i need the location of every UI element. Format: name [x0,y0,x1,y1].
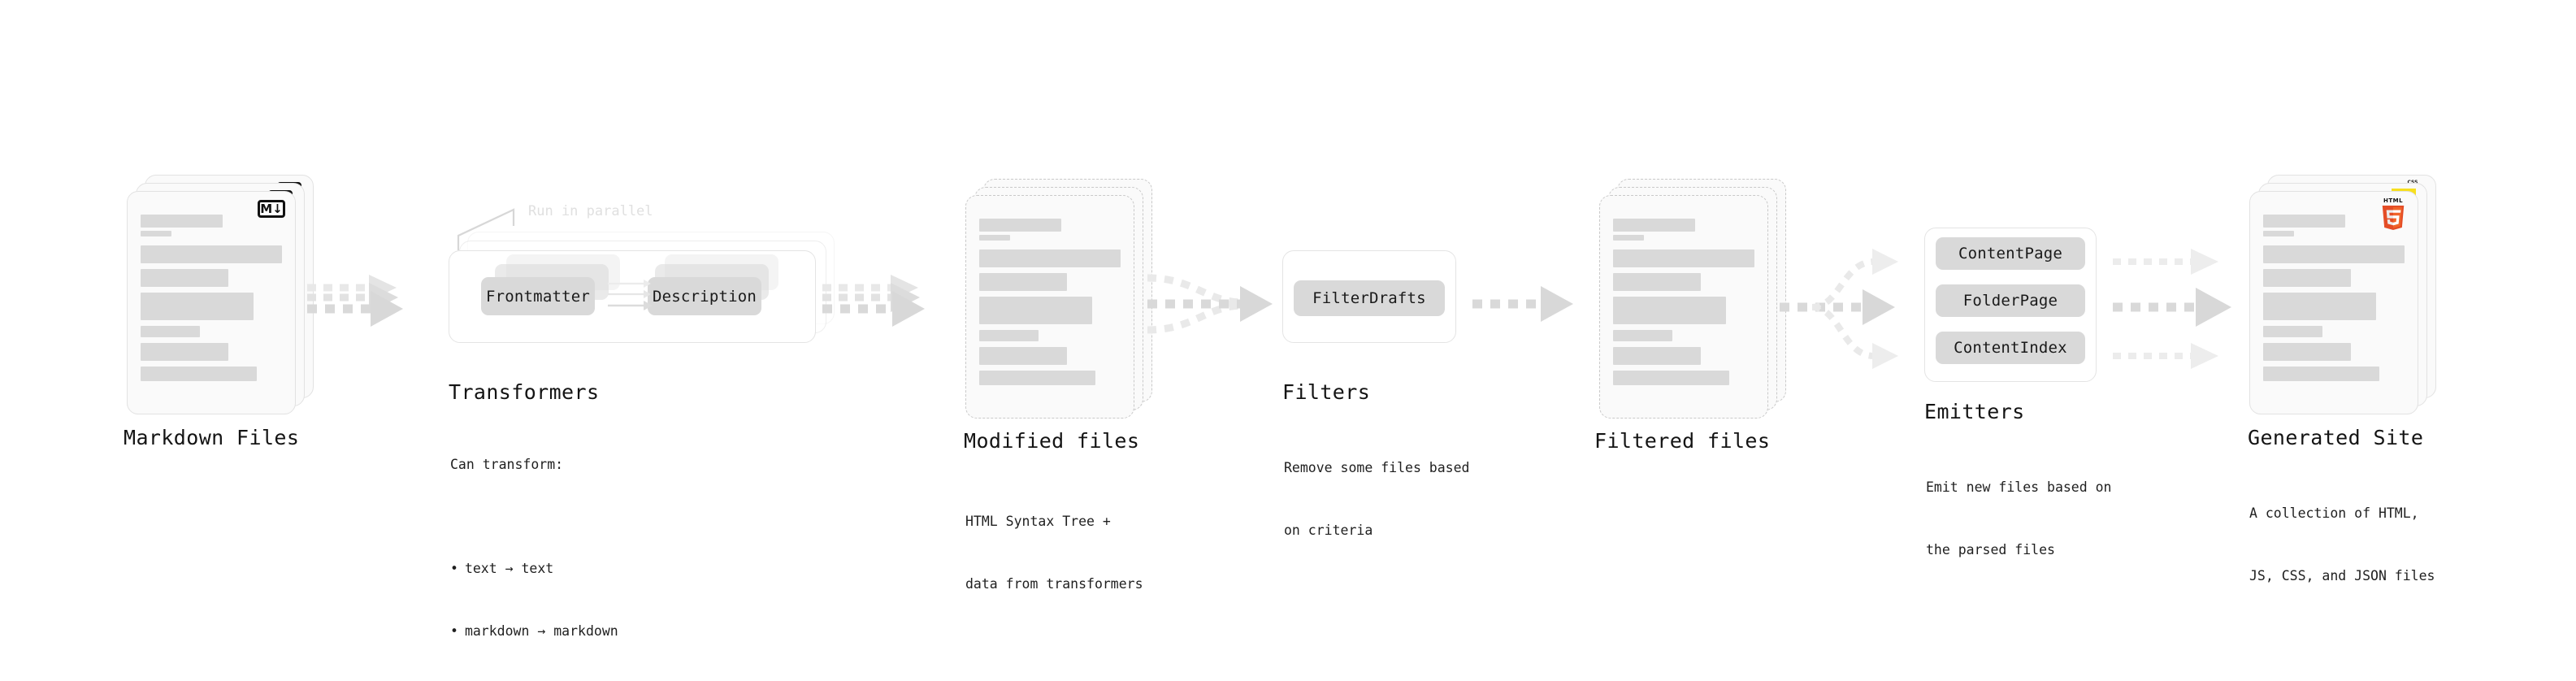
skeleton-line [141,269,228,287]
arrow-filters-to-filtered [1472,286,1573,322]
skeleton-line [141,326,201,337]
caption-modified-files: HTML Syntax Tree + data from transformer… [965,470,1143,636]
transformer-inner-arrows [608,280,653,310]
caption-line: A collection of HTML, [2249,505,2419,522]
arrow-modified-to-filters [1147,274,1273,334]
arrow-emitters-to-site [2113,249,2231,369]
html5-shield [2382,206,2405,230]
caption-line: HTML Syntax Tree + [965,514,1111,530]
skeleton-line [979,249,1121,267]
skeleton-line [141,343,228,361]
skeleton-line [1613,330,1673,341]
stage-modified-files [965,179,1152,427]
emitter-chip-contentindex[interactable]: ContentIndex [1936,332,2085,364]
label-emitters: Emitters [1924,400,2025,423]
skeleton-line [2263,269,2351,287]
arrow-filtered-to-emitters [1780,249,1898,369]
css3-label: CSS [2401,180,2424,185]
filtered-card-front [1599,195,1768,419]
caption-line: the parsed files [1926,541,2055,557]
skeleton-line [141,231,172,236]
filtered-file-stack [1599,179,1786,427]
stage-generated-site: CSS HTML [2249,175,2436,423]
skeleton-line [141,245,282,263]
markdown-badge-icon: M↓ [258,200,285,218]
emitter-chip-folderpage[interactable]: FolderPage [1936,284,2085,317]
skeleton-lines [1613,219,1754,391]
skeleton-line [1613,347,1701,365]
stage-markdown-files: M↓ M↓ M↓ [127,175,314,423]
label-filtered-files: Filtered files [1594,429,1771,453]
transform-list-item: markdown → markdown [450,621,618,642]
caption-generated-site: A collection of HTML, JS, CSS, and JSON … [2249,462,2435,628]
skeleton-line [979,347,1067,365]
skeleton-line [2263,326,2323,337]
skeleton-line [2263,293,2377,320]
stage-filtered-files [1599,179,1786,427]
skeleton-line [2263,245,2405,263]
label-generated-site: Generated Site [2248,426,2424,449]
skeleton-line [1613,273,1701,291]
arrow-markdown-to-transformers [307,275,403,327]
skeleton-lines [979,219,1121,391]
label-modified-files: Modified files [964,429,1140,453]
label-transformers: Transformers [449,380,600,404]
filter-chip-filterdrafts[interactable]: FilterDrafts [1294,280,1445,316]
label-filters: Filters [1282,380,1371,404]
caption-heading: Can transform: [450,457,564,473]
modified-file-stack [965,179,1152,427]
skeleton-lines [141,215,282,387]
skeleton-line [979,235,1011,241]
caption-line: JS, CSS, and JSON files [2249,567,2435,583]
markdown-card-front: M↓ [127,191,296,414]
skeleton-lines [2263,215,2405,387]
skeleton-line [979,371,1095,385]
transform-list-item: text → text [450,558,618,579]
skeleton-line [2263,367,2379,381]
html5-label: HTML [2383,197,2404,204]
skeleton-line [979,273,1067,291]
caption-line: Remove some files based [1284,460,1470,476]
caption-transformers: Can transform: text → text markdown → ma… [450,413,618,681]
skeleton-line [2263,231,2295,236]
transformer-chip-description[interactable]: Description [648,277,761,315]
modified-card-front [965,195,1134,419]
skeleton-line [979,330,1039,341]
skeleton-line [2263,343,2351,361]
caption-line: Emit new files based on [1926,479,2112,496]
skeleton-line [1613,235,1645,241]
label-markdown-files: Markdown Files [124,426,300,449]
html5-icon: HTML [2379,198,2408,231]
skeleton-line [1613,371,1729,385]
skeleton-line [979,297,1093,324]
markdown-file-stack: M↓ M↓ M↓ [127,175,314,423]
caption-filters: Remove some files based on criteria [1284,416,1469,583]
site-card-html: HTML [2249,191,2418,414]
skeleton-line [141,367,257,381]
skeleton-line [1613,297,1727,324]
caption-line: on criteria [1284,522,1373,538]
emitter-chip-contentpage[interactable]: ContentPage [1936,237,2085,270]
caption-line: data from transformers [965,575,1143,592]
label-run-in-parallel: Run in parallel [528,203,653,219]
skeleton-line [2263,215,2345,228]
run-in-parallel-bracket [457,208,515,250]
skeleton-line [141,215,223,228]
site-file-stack: CSS HTML [2249,175,2436,423]
arrow-transformers-to-modified [822,275,925,327]
skeleton-line [141,293,254,320]
transformer-chip-frontmatter[interactable]: Frontmatter [481,277,595,315]
caption-emitters: Emit new files based on the parsed files [1926,436,2111,602]
skeleton-line [979,219,1061,232]
skeleton-line [1613,219,1695,232]
transform-list: text → text markdown → markdown html → h… [450,517,618,681]
skeleton-line [1613,249,1754,267]
